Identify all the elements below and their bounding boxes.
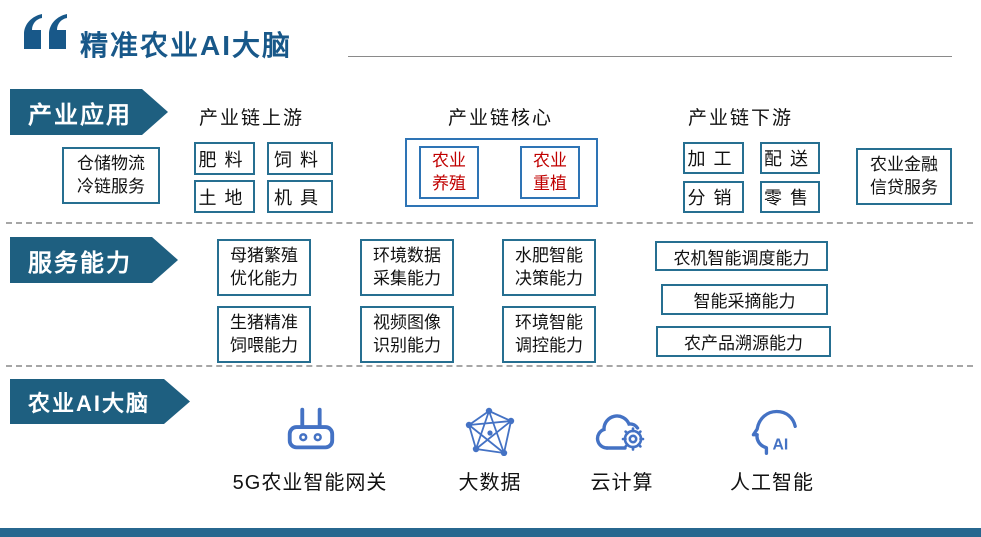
box-video-recognition: 视频图像 识别能力 (360, 306, 454, 363)
box-machinery: 机具 (267, 180, 333, 213)
brain-item-cloud-computing: 云计算 (552, 406, 692, 495)
box-agri-planting: 农业 重植 (520, 146, 580, 199)
core-outer-box (405, 138, 598, 207)
box-line: 母猪繁殖 (230, 246, 298, 266)
brain-item-label: 5G农业智能网关 (232, 472, 388, 494)
box-line: 调控能力 (515, 335, 583, 355)
title-divider (348, 56, 952, 57)
box-agri-finance: 农业金融 信贷服务 (856, 148, 952, 205)
router-icon (287, 407, 335, 450)
box-line: 养殖 (432, 173, 466, 193)
dashed-divider-2 (6, 365, 973, 367)
box-line: 信贷服务 (870, 177, 938, 197)
box-line: 饲喂能力 (230, 335, 298, 355)
box-machine-scheduling: 农机智能调度能力 (655, 241, 828, 271)
box-line: 仓储物流 (77, 154, 145, 174)
box-line: 农业 (533, 151, 567, 171)
bottom-bar (0, 528, 981, 537)
brain-item-big-data: 大数据 (420, 406, 560, 495)
downstream-title: 产业链下游 (688, 108, 794, 129)
brain-item-5g-gateway: 5G农业智能网关 (215, 404, 405, 495)
box-wholesale: 分销 (683, 181, 744, 213)
quote-icon (24, 14, 67, 49)
box-line: 视频图像 (373, 313, 441, 333)
svg-text:AI: AI (772, 437, 788, 454)
box-line: 环境智能 (515, 313, 583, 333)
network-icon (465, 407, 515, 456)
box-line: 决策能力 (515, 268, 583, 288)
box-land: 土地 (194, 180, 255, 213)
cloud-gear-icon (595, 414, 645, 451)
box-env-data-collection: 环境数据 采集能力 (360, 239, 454, 296)
upstream-title: 产业链上游 (199, 108, 305, 129)
brain-item-ai: AI 人工智能 (692, 406, 852, 495)
box-smart-picking: 智能采摘能力 (661, 284, 828, 315)
box-line: 优化能力 (230, 268, 298, 288)
box-line: 农业金融 (870, 155, 938, 175)
box-agri-breeding: 农业 养殖 (419, 146, 479, 199)
box-processing: 加工 (683, 142, 744, 174)
banner-industry-application: 产业应用 (10, 89, 168, 135)
core-title: 产业链核心 (448, 108, 554, 129)
box-pig-feeding: 生猪精准 饲喂能力 (217, 306, 311, 363)
box-line: 冷链服务 (77, 176, 145, 196)
box-line: 识别能力 (373, 335, 441, 355)
box-distribution: 配送 (760, 142, 820, 174)
brain-item-label: 云计算 (590, 472, 654, 494)
brain-item-label: 大数据 (458, 472, 522, 494)
box-product-traceability: 农产品溯源能力 (656, 326, 831, 357)
banner-service-capability: 服务能力 (10, 237, 178, 283)
dashed-divider-1 (6, 222, 973, 224)
page-title: 精准农业AI大脑 (80, 30, 293, 61)
banner-agri-ai-brain: 农业AI大脑 (10, 379, 190, 424)
brain-item-label: 人工智能 (730, 472, 814, 494)
box-sow-breeding: 母猪繁殖 优化能力 (217, 239, 311, 296)
box-line: 水肥智能 (515, 246, 583, 266)
box-line: 农业 (432, 151, 466, 171)
box-water-fertilizer-decision: 水肥智能 决策能力 (502, 239, 596, 296)
box-warehouse-logistics: 仓储物流 冷链服务 (62, 147, 160, 204)
box-retail: 零售 (760, 181, 820, 213)
ai-head-icon: AI (751, 409, 797, 455)
box-line: 重植 (533, 173, 567, 193)
box-env-smart-control: 环境智能 调控能力 (502, 306, 596, 363)
box-line: 采集能力 (373, 268, 441, 288)
box-fertilizer: 肥料 (194, 142, 255, 175)
box-line: 生猪精准 (230, 313, 298, 333)
box-feed: 饲料 (267, 142, 333, 175)
box-line: 环境数据 (373, 246, 441, 266)
